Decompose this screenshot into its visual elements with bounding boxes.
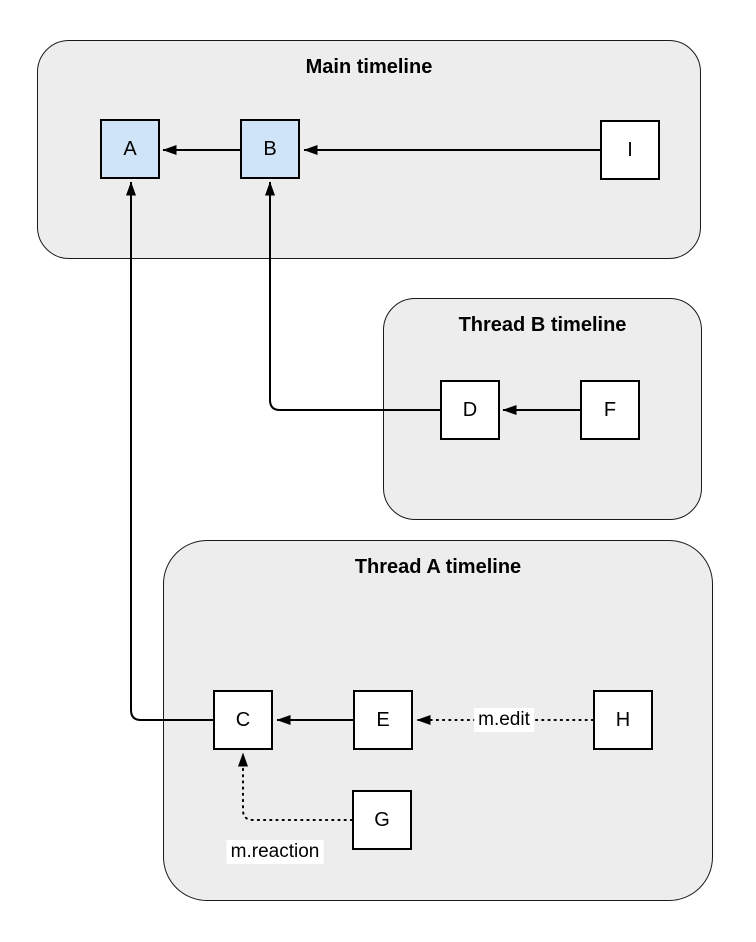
edge-label-m-edit: m.edit: [474, 708, 534, 732]
edge-G-to-C: [238, 752, 353, 821]
group-title-main-timeline: Main timeline: [305, 56, 433, 78]
node-A: A: [100, 119, 160, 179]
edge-C-to-A: [126, 181, 213, 721]
group-title-thread-b-timeline: Thread B timeline: [458, 314, 627, 336]
node-G: G: [352, 790, 412, 850]
node-A-label: A: [123, 137, 137, 160]
node-E-label: E: [376, 708, 390, 731]
node-B: B: [240, 119, 300, 179]
node-I-label: I: [627, 138, 633, 161]
edge-D-to-B: [265, 181, 440, 411]
node-C: C: [213, 690, 273, 750]
node-D-label: D: [462, 398, 478, 421]
node-F-label: F: [603, 398, 617, 421]
node-F: F: [580, 380, 640, 440]
node-H-label: H: [615, 708, 631, 731]
edge-label-m-reaction: m.reaction: [226, 840, 324, 864]
node-B-label: B: [263, 137, 277, 160]
node-G-label: G: [374, 808, 390, 831]
node-D: D: [440, 380, 500, 440]
node-H: H: [593, 690, 653, 750]
node-I: I: [600, 120, 660, 180]
group-title-thread-a-timeline: Thread A timeline: [354, 556, 522, 578]
node-E: E: [353, 690, 413, 750]
node-C-label: C: [235, 708, 251, 731]
